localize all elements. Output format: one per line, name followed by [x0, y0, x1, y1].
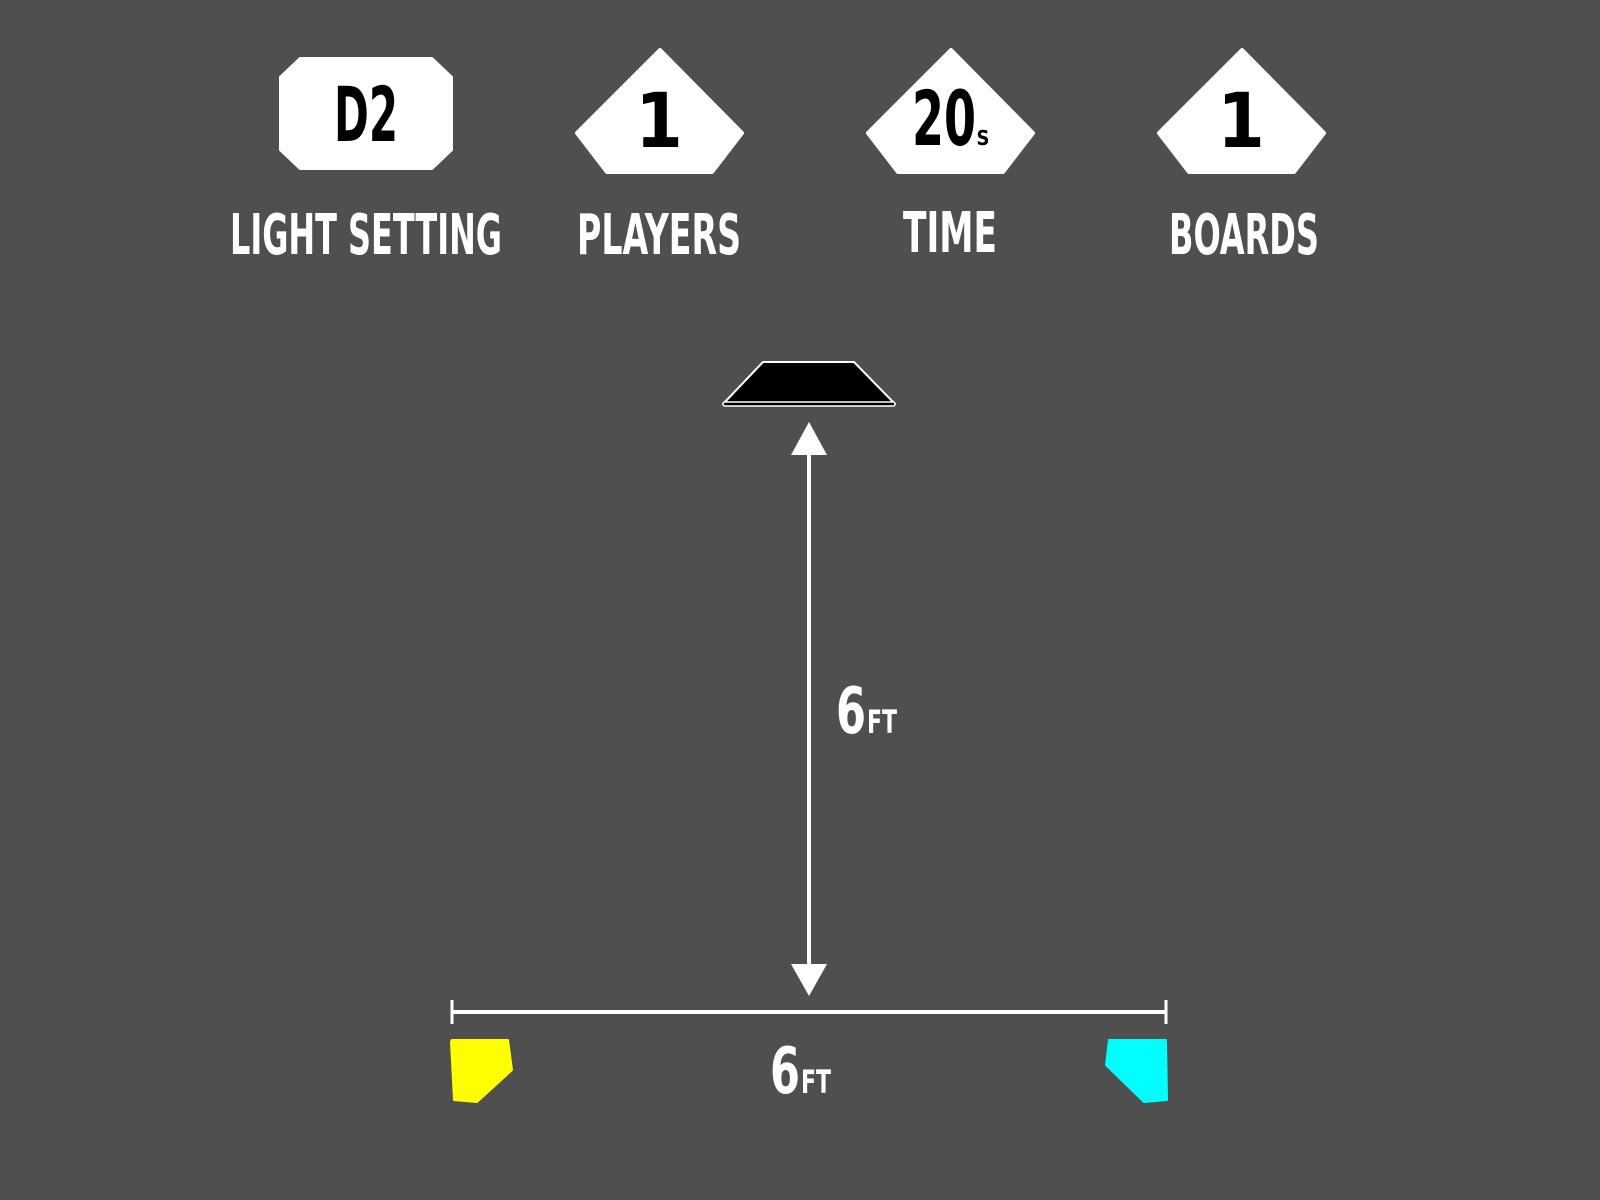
board-icon: [722, 361, 896, 407]
cyan-player-marker-icon: [1105, 1039, 1168, 1103]
boards-badge-icon: [1157, 48, 1326, 174]
time-label: TIME: [903, 201, 997, 266]
svg-text:FT: FT: [801, 1063, 831, 1101]
vertical-distance-label: 6 FT: [836, 675, 897, 749]
horizontal-distance-label: 6 FT: [770, 1035, 831, 1109]
arrow-down-icon: [791, 964, 827, 996]
stat-light-setting: D2 LIGHT SETTING: [230, 57, 502, 268]
svg-text:6: 6: [836, 675, 866, 749]
vertical-distance-arrow: [791, 422, 827, 996]
light-setting-badge-icon: [279, 57, 453, 170]
horizontal-distance-line: [450, 1000, 1168, 1024]
players-badge-icon: [575, 48, 744, 174]
yellow-player-marker-icon: [450, 1039, 513, 1103]
light-setting-label: LIGHT SETTING: [230, 203, 502, 268]
time-value: 20: [912, 74, 976, 163]
time-badge-icon: [866, 48, 1035, 174]
boards-label: BOARDS: [1169, 203, 1319, 268]
players-label: PLAYERS: [577, 203, 741, 268]
light-setting-value: D2: [334, 70, 398, 159]
stat-players: 1 PLAYERS: [575, 48, 744, 268]
svg-text:6: 6: [770, 1035, 800, 1109]
svg-text:FT: FT: [867, 703, 897, 741]
boards-value: 1: [1217, 76, 1265, 165]
stat-time: 20 S TIME: [866, 48, 1035, 266]
arrow-up-icon: [791, 422, 827, 455]
stat-boards: 1 BOARDS: [1157, 48, 1326, 268]
players-value: 1: [635, 76, 683, 165]
time-unit: S: [977, 126, 990, 150]
